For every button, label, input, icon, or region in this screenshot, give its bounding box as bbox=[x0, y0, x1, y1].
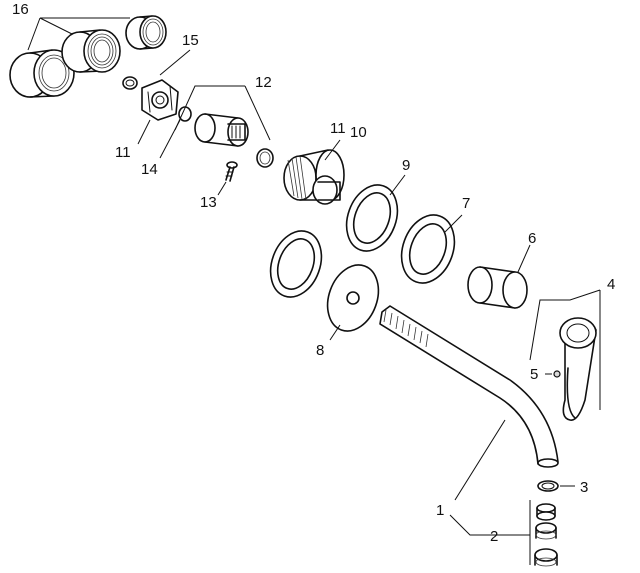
part-8-plate bbox=[326, 264, 380, 341]
part-5-grub-screw bbox=[545, 370, 561, 378]
part-2-aerator bbox=[449, 500, 558, 567]
callout-11-left: 11 bbox=[115, 144, 131, 161]
part-1-spout bbox=[379, 305, 559, 501]
callout-13: 13 bbox=[200, 194, 217, 211]
part-7-ring bbox=[400, 214, 463, 284]
part-16-sleeves bbox=[9, 15, 167, 98]
callout-7: 7 bbox=[462, 195, 470, 212]
part-4-lever bbox=[529, 289, 601, 421]
leader-16 bbox=[27, 17, 130, 51]
callout-16: 16 bbox=[12, 1, 29, 18]
callout-12: 12 bbox=[255, 74, 272, 91]
callout-8: 8 bbox=[316, 342, 324, 359]
callout-1: 1 bbox=[436, 502, 444, 519]
part-12-cartridge bbox=[194, 113, 274, 168]
part-10-threaded-body bbox=[283, 139, 345, 205]
callout-11-right: 11 bbox=[330, 120, 346, 137]
part-9-washer bbox=[345, 174, 406, 252]
callout-4: 4 bbox=[607, 276, 615, 293]
callout-labels: 1 2 3 4 5 6 7 8 9 10 11 11 12 13 14 15 1… bbox=[12, 1, 615, 545]
callout-6: 6 bbox=[528, 230, 536, 247]
leader-12-bracket bbox=[174, 85, 271, 141]
part-3-seal bbox=[537, 480, 575, 492]
part-13-screw bbox=[217, 161, 238, 196]
part-6-sleeve bbox=[467, 244, 531, 309]
callout-5: 5 bbox=[530, 366, 538, 383]
callout-15: 15 bbox=[182, 32, 199, 49]
callout-2: 2 bbox=[490, 528, 498, 545]
callout-9: 9 bbox=[402, 157, 410, 174]
callout-14: 14 bbox=[141, 161, 158, 178]
callout-3: 3 bbox=[580, 479, 588, 496]
callout-10: 10 bbox=[350, 124, 367, 141]
plain-washer bbox=[269, 230, 323, 298]
part-15-clip bbox=[122, 49, 191, 90]
